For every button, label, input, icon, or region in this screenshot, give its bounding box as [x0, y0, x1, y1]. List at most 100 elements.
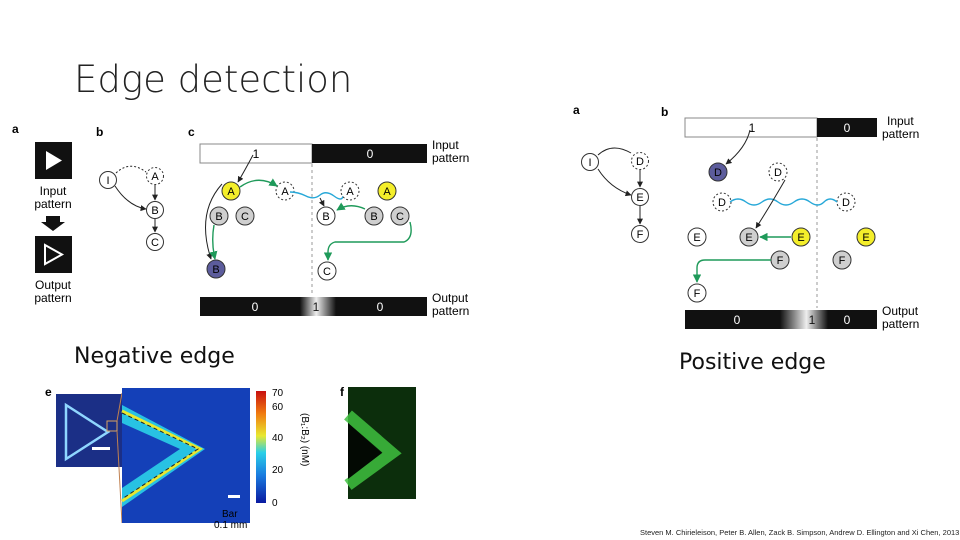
input-pattern-title-line1: Input — [432, 138, 459, 152]
pos-node-d-lower-label: D — [718, 197, 726, 209]
pos-f-to-output-edge — [692, 259, 771, 283]
colorbar-tick-20: 20 — [272, 465, 284, 476]
pos-i-to-d-edge — [597, 147, 632, 156]
edge-band — [122, 405, 205, 507]
pos-node-d — [631, 152, 649, 170]
pos-output-value-mid: 1 — [809, 313, 816, 327]
node-b-left — [209, 206, 229, 226]
scale-bar — [228, 495, 240, 498]
zoom-line-top — [116, 392, 123, 422]
c-to-output-edge — [323, 221, 412, 261]
colorbar-tick-70: 70 — [272, 388, 284, 399]
pos-node-d-right-label: D — [842, 197, 850, 209]
node-b-output-label: B — [212, 264, 219, 276]
b-to-b-edge — [336, 202, 366, 211]
output-value-mid: 1 — [313, 300, 320, 314]
output-value-right: 0 — [377, 300, 384, 314]
edge-peak — [121, 409, 204, 503]
scale-label: Bar — [222, 509, 238, 520]
pos-node-f-label: F — [637, 229, 644, 241]
pos-node-d-mid — [768, 162, 788, 182]
i-to-b-edge — [114, 185, 147, 212]
pos-input-value-left: 1 — [749, 121, 756, 135]
input-pattern-label-line2: pattern — [34, 197, 71, 211]
pos-node-e — [631, 188, 649, 206]
positive-edge-caption: Positive edge — [679, 350, 826, 375]
play-icon — [46, 151, 62, 170]
node-a-right-active-label: A — [383, 186, 391, 198]
pos-panel-b-letter: b — [661, 105, 668, 119]
pos-node-f — [631, 225, 649, 243]
diffusion-wave — [289, 191, 344, 200]
pos-output-value-left: 0 — [734, 313, 741, 327]
b-to-output-edge — [209, 224, 218, 260]
negative-edge-figure: a Input pattern Output pattern b I A B C… — [12, 122, 469, 318]
pos-node-d-left — [708, 162, 728, 182]
input-to-b-edge — [205, 183, 223, 260]
pos-input-title-line1: Input — [887, 114, 914, 128]
input-pattern-label-line1: Input — [40, 184, 67, 198]
node-b-mid — [316, 206, 336, 226]
pos-output-title-line1: Output — [882, 304, 919, 318]
node-c-output-label: C — [323, 266, 331, 278]
output-bar-edge — [300, 297, 336, 316]
input-pattern-title-line2: pattern — [432, 151, 469, 165]
inhibit-edge — [115, 165, 147, 174]
pos-input-to-e-edge — [755, 179, 786, 229]
edge-dashed — [121, 412, 200, 500]
node-a-right-dashed-label: A — [346, 186, 354, 198]
pos-node-f-right-label: F — [839, 255, 846, 267]
node-i — [99, 171, 117, 189]
pos-node-d-left-label: D — [714, 167, 722, 179]
down-arrow-icon — [41, 216, 65, 231]
colorbar-label: (B₁:B₂) (nM) — [299, 413, 310, 466]
input-value-right: 0 — [367, 147, 374, 161]
citation-credit: Steven M. Chirieleison, Peter B. Allen, … — [640, 528, 960, 537]
node-c — [146, 233, 164, 251]
pos-node-e-far-left — [687, 227, 707, 247]
input-to-a-edge — [237, 154, 254, 183]
pos-panel-a-letter: a — [573, 103, 580, 117]
node-b-left-label: B — [215, 211, 222, 223]
pos-output-title-line2: pattern — [882, 317, 919, 331]
node-a-right-active — [377, 181, 397, 201]
output-value-left: 0 — [252, 300, 259, 314]
node-b-output — [206, 259, 226, 279]
colorbar-tick-60: 60 — [272, 402, 284, 413]
pos-node-f-right — [832, 250, 852, 270]
positive-edge-figure: a b I D E F 1 0 Input pattern D D D D E … — [573, 103, 919, 331]
pos-node-e-right-active — [856, 227, 876, 247]
pos-node-e-active-label: E — [797, 232, 804, 244]
zoom-line-bottom — [116, 430, 123, 524]
zoom-box — [106, 420, 118, 432]
panel-f-letter: f — [340, 385, 345, 399]
slide-title: Edge detection — [74, 58, 353, 101]
panel-e-letter: e — [45, 385, 52, 399]
node-b-label: B — [151, 205, 158, 217]
output-pattern-title-line2: pattern — [432, 304, 469, 318]
colorbar-tick-40: 40 — [272, 433, 284, 444]
fluorescence-edge — [344, 410, 402, 490]
panel-a-letter: a — [12, 122, 19, 136]
node-c-right — [390, 206, 410, 226]
pos-node-i — [581, 153, 599, 171]
pos-node-f-output — [687, 283, 707, 303]
node-b-right-label: B — [370, 211, 377, 223]
negative-edge-caption: Negative edge — [74, 344, 235, 369]
pos-node-e-far-left-label: E — [693, 232, 700, 244]
a-diffuse-edge — [239, 178, 278, 188]
pos-node-e-active — [791, 227, 811, 247]
negative-edge-images: e 70 60 40 20 0 (B₁:B₂) (nM) Bar 0.1 mm … — [45, 385, 416, 531]
output-pattern-title-line1: Output — [432, 291, 469, 305]
node-i-label: I — [106, 175, 109, 187]
pos-node-i-label: I — [588, 157, 591, 169]
pos-node-e-label: E — [636, 192, 643, 204]
colorbar-tick-0: 0 — [272, 498, 278, 509]
triangle-outline — [64, 402, 111, 462]
output-pattern-icon — [35, 236, 72, 273]
pos-node-d-label: D — [636, 156, 644, 168]
pos-node-f-output-label: F — [694, 288, 701, 300]
pos-node-d-mid-label: D — [774, 167, 782, 179]
node-a-active-label: A — [227, 186, 235, 198]
panel-c-letter: c — [188, 125, 195, 139]
